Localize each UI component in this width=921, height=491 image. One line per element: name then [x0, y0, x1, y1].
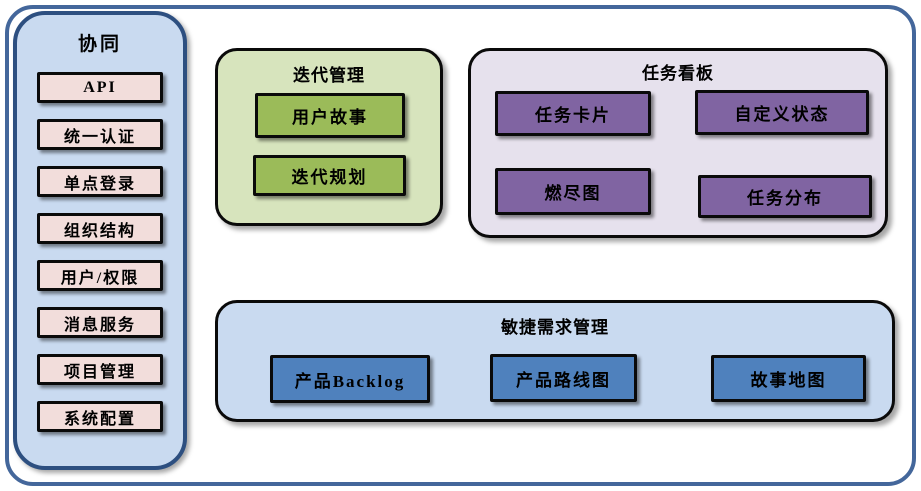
- node-burndown-chart: 燃尽图: [495, 168, 651, 215]
- node-product-backlog: 产品Backlog: [270, 355, 430, 403]
- sidebar-collaboration-group: 协同 API 统一认证 单点登录 组织结构 用户/权限 消息服务 项目管理 系统…: [13, 11, 187, 470]
- sidebar-item-project-management: 项目管理: [37, 354, 163, 385]
- node-product-roadmap: 产品路线图: [490, 354, 637, 402]
- sidebar-item-sso: 单点登录: [37, 166, 163, 197]
- node-user-story: 用户故事: [255, 93, 405, 138]
- node-task-card: 任务卡片: [495, 91, 651, 136]
- sidebar-title: 协同: [77, 34, 122, 55]
- node-iteration-planning: 迭代规划: [253, 155, 406, 196]
- node-custom-status: 自定义状态: [695, 90, 869, 135]
- sidebar-item-api: API: [37, 72, 163, 103]
- sidebar-item-org-structure: 组织结构: [37, 213, 163, 244]
- sidebar-item-message-service: 消息服务: [37, 307, 163, 338]
- group-iteration-management: 迭代管理 用户故事 迭代规划: [215, 48, 443, 226]
- node-task-distribution: 任务分布: [698, 175, 872, 218]
- node-story-map: 故事地图: [711, 355, 866, 402]
- sidebar-item-unified-auth: 统一认证: [37, 119, 163, 150]
- sidebar-item-system-config: 系统配置: [37, 401, 163, 432]
- group-kanban-title: 任务看板: [642, 64, 714, 83]
- group-task-board: 任务看板 任务卡片 自定义状态 燃尽图 任务分布: [468, 48, 888, 238]
- group-agile-requirements: 敏捷需求管理 产品Backlog 产品路线图 故事地图: [215, 300, 895, 422]
- group-iteration-title: 迭代管理: [293, 66, 365, 85]
- sidebar-item-user-permissions: 用户/权限: [37, 260, 163, 291]
- group-agile-title: 敏捷需求管理: [501, 318, 609, 337]
